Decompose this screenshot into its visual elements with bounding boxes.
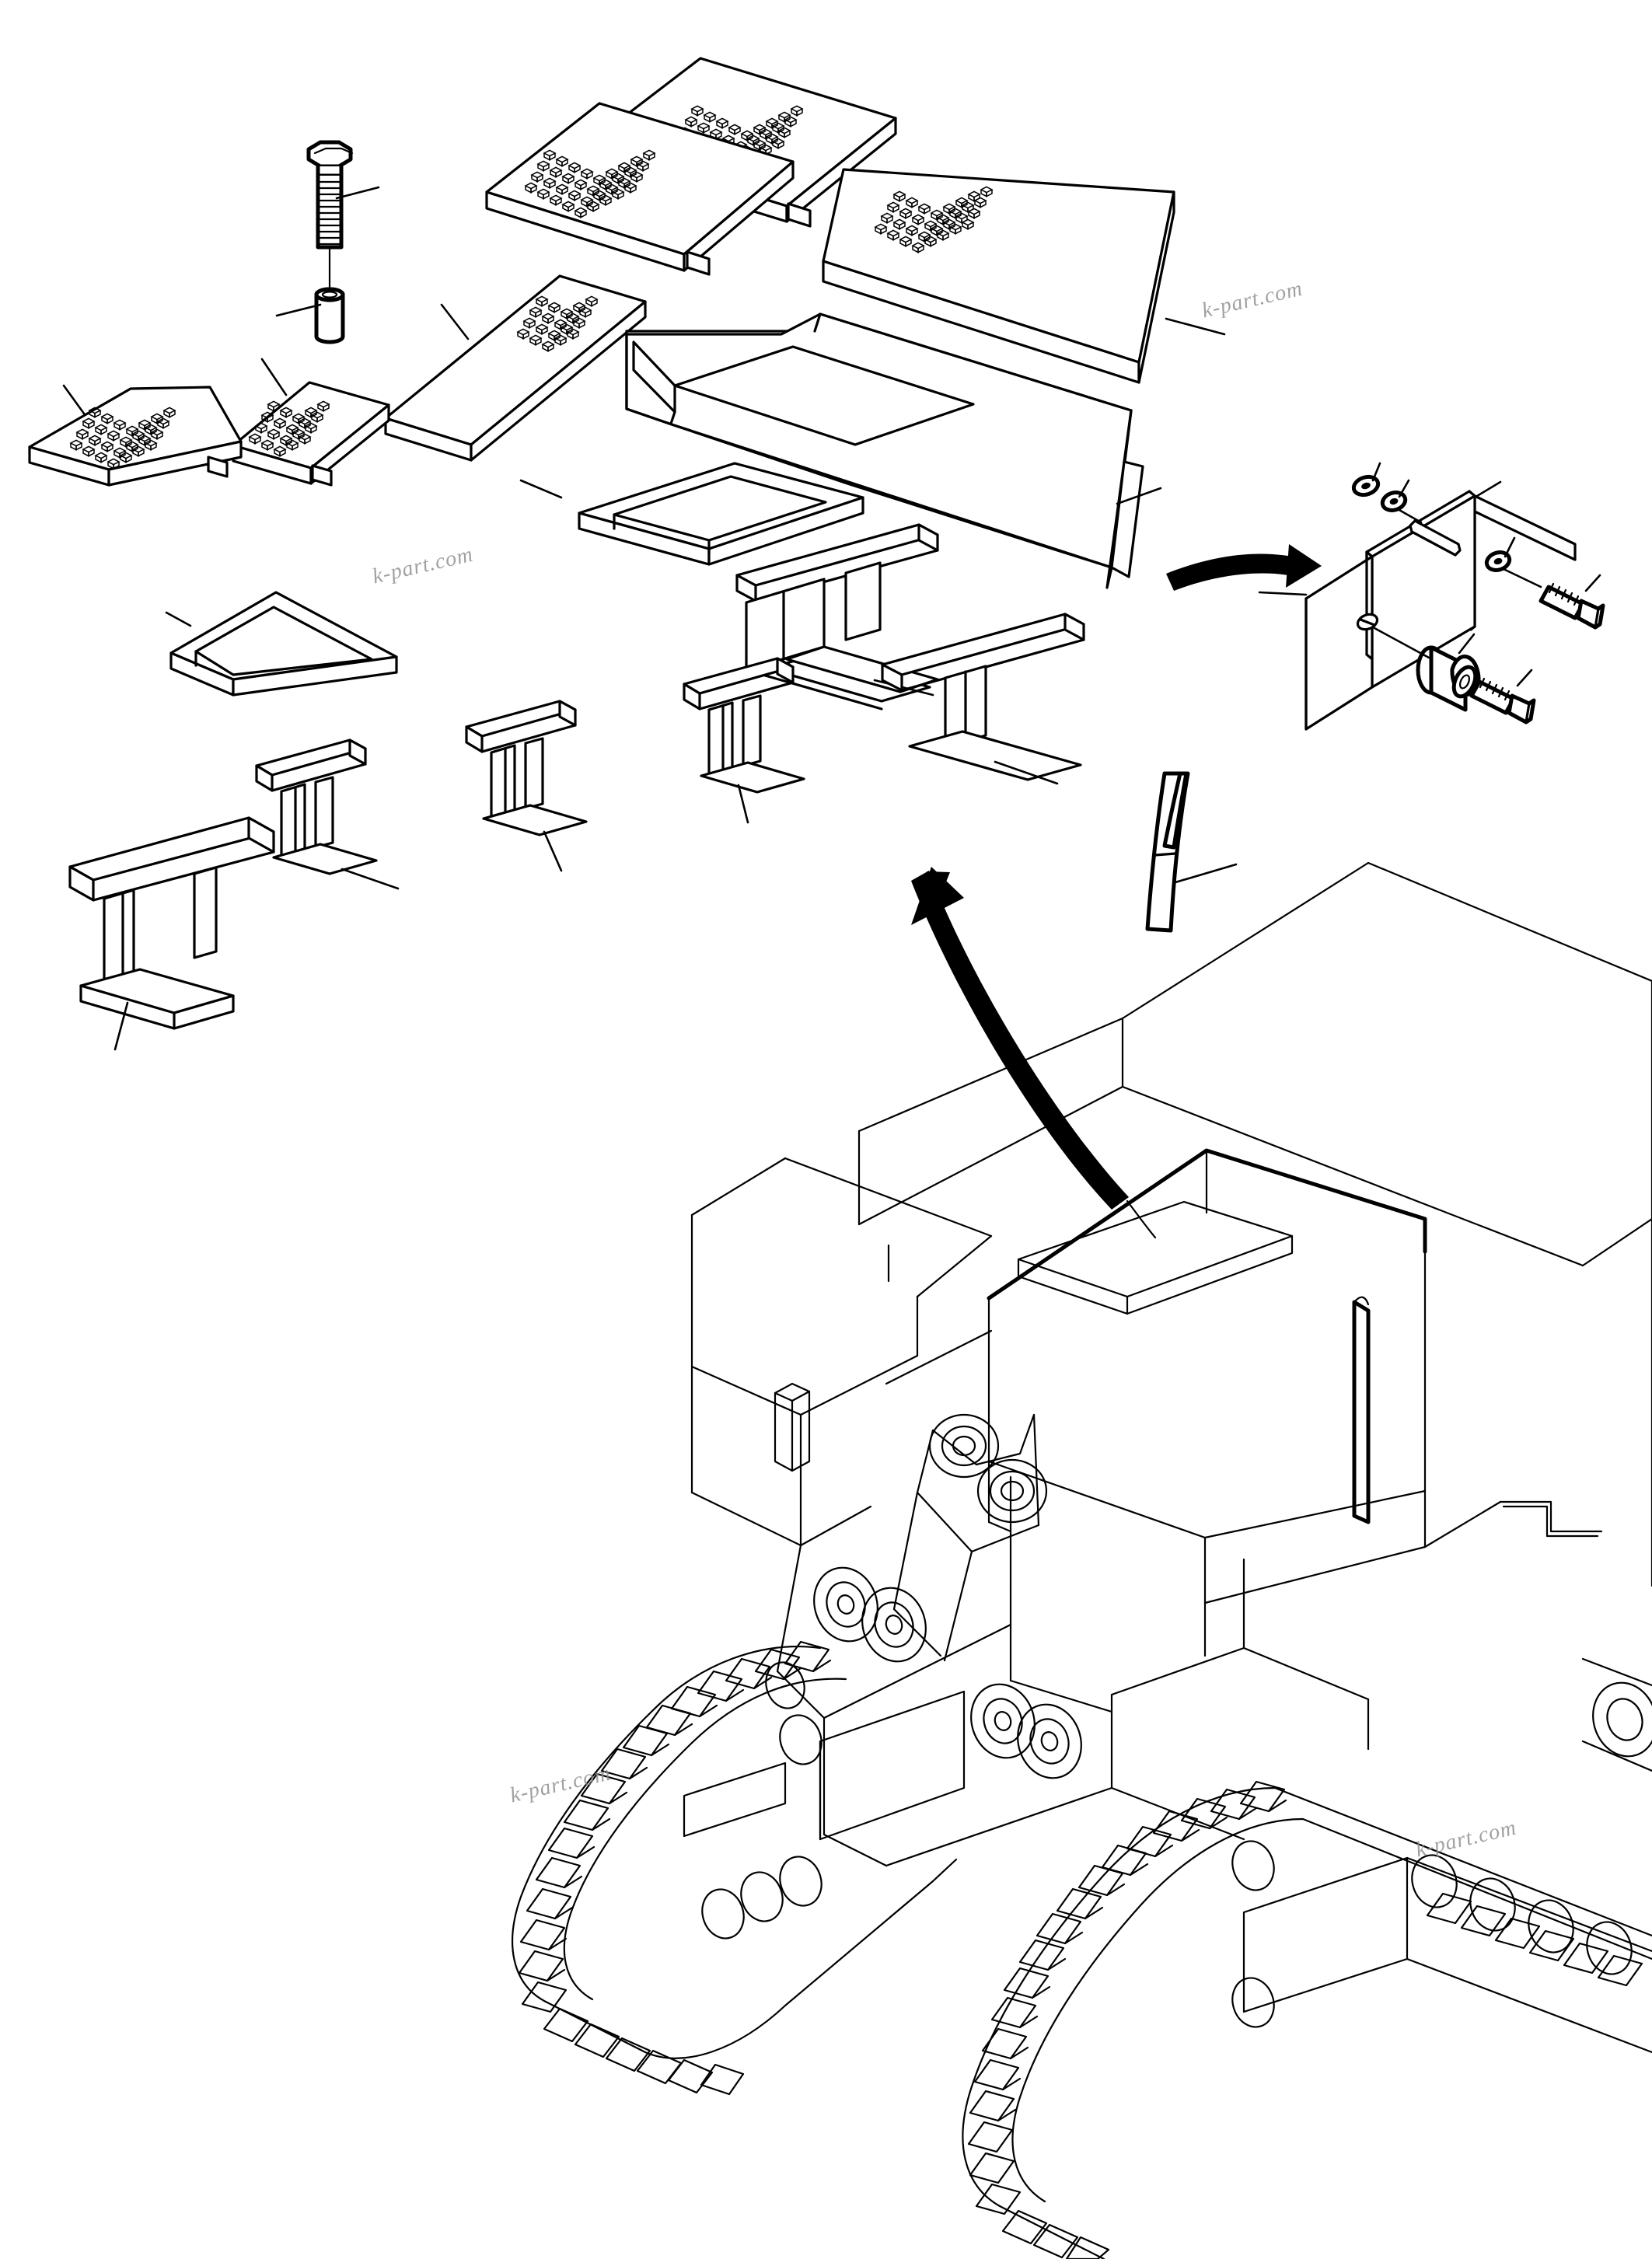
machine-crawler-tractor: [512, 861, 1652, 2259]
part-beam-i-short-mid-left: [465, 700, 588, 872]
part-beam-i-short-lower-left: [255, 738, 400, 890]
right-crawler-track: [962, 1657, 1652, 2259]
part-bolt-hex-head: [306, 140, 380, 250]
part-floor-plate-rect-upper-b: [485, 102, 795, 276]
part-roller-spacer: [1373, 627, 1481, 712]
part-beam-i-wide-bottom-left: [68, 816, 275, 1051]
part-cover-panel-large: [822, 168, 1226, 384]
track-rollers: [813, 1566, 1082, 1779]
part-washer-top-mid: [1380, 479, 1423, 524]
part-beam-i-long-lower: [881, 613, 1085, 785]
part-screw-hex-flange-right: [1538, 574, 1605, 630]
part-frame-l-shaped-main: [625, 312, 1162, 589]
part-washer-top-left: [1351, 462, 1381, 498]
part-floor-plate-narrow-long: [384, 274, 647, 462]
part-frame-triangular: [165, 591, 398, 697]
part-screw-hex-flange-bottom: [1469, 669, 1536, 724]
part-angle-stiffener-curved: [1145, 771, 1238, 933]
part-washer-right: [1484, 536, 1542, 588]
part-spacer-bushing: [275, 247, 345, 344]
left-crawler-track: [512, 1640, 966, 2096]
part-bracket-l-mounting: [1258, 480, 1577, 731]
assembly-arrow-bracket: [1166, 544, 1322, 591]
pulley-drive: [892, 1413, 1048, 1662]
part-beam-i-short-center: [683, 657, 805, 824]
part-beam-i-long-upper: [735, 523, 939, 711]
part-floor-plate-square-small: [232, 358, 390, 487]
part-floor-plate-trapezoid-lh: [28, 384, 243, 487]
operator-cab: [987, 1148, 1427, 1604]
bracket-assembly-group: [1258, 462, 1605, 731]
part-frame-rectangular: [519, 462, 864, 566]
assembly-arrow-main: [911, 867, 1157, 1239]
